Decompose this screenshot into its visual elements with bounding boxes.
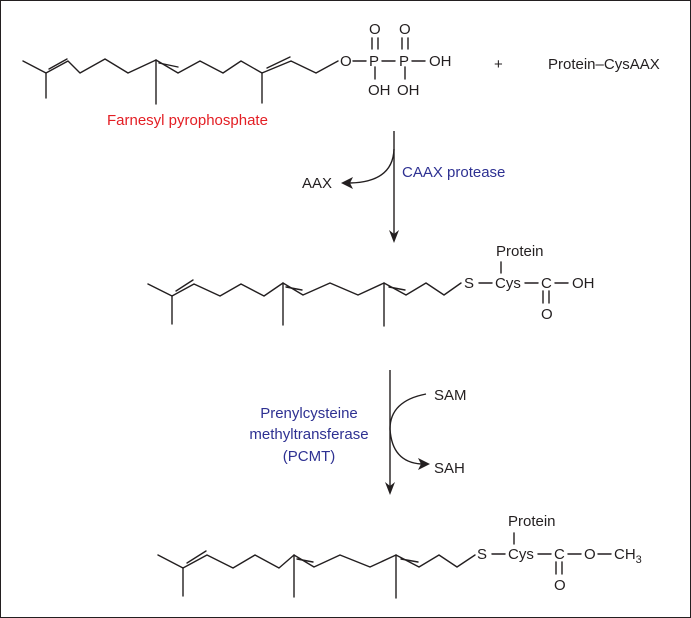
double-bonded-oxygen-2: O (399, 21, 411, 38)
protein-label-3: Protein (508, 513, 556, 530)
phosphorus-2: P (399, 53, 409, 70)
aax-release-head (341, 177, 353, 189)
sam-label: SAM (434, 387, 467, 404)
caax-protease-label: CAAX protease (402, 164, 505, 181)
farnesyl-chain-3 (157, 554, 476, 569)
arrow-2-head (385, 482, 395, 495)
double-bond-3b (296, 558, 314, 563)
aax-release-curve (349, 148, 395, 184)
methyl-subscript: 3 (636, 554, 642, 566)
reaction-arrow-2 (385, 370, 430, 495)
double-bonded-oxygen-1: O (369, 21, 381, 38)
sah-label: SAH (434, 460, 465, 477)
farnesyl-pyrophosphate (22, 56, 339, 105)
double-bond-2a (175, 279, 194, 292)
double-bond-2c (388, 286, 406, 291)
phosphorus-1: P (369, 53, 379, 70)
pyrophosphate-group: O P P OH O O OH OH (340, 21, 452, 99)
cysteine-methyl-ester-group: S Cys C O CH3 O Protein (477, 513, 642, 594)
hydroxyl-right: OH (429, 53, 452, 70)
ester-oxygen-3: O (584, 546, 596, 563)
plus-sign: + (494, 56, 503, 73)
farnesyl-chain-2 (147, 282, 462, 297)
double-bond-2 (158, 62, 179, 68)
double-bond-1 (48, 58, 68, 70)
arrow-1-head (389, 230, 399, 243)
farnesyl-pyrophosphate-label: Farnesyl pyrophosphate (107, 112, 268, 129)
hydroxyl-label: OH (572, 275, 595, 292)
hydroxyl-bottom-2: OH (397, 82, 420, 99)
pcmt-enzyme-line3: (PCMT) (283, 448, 336, 465)
sulfur-label: S (464, 275, 474, 292)
cys-label: Cys (495, 275, 521, 292)
aax-label: AAX (302, 175, 332, 192)
cysteine-group-2: S Cys C OH O Protein (464, 243, 595, 323)
sulfur-label-3: S (477, 546, 487, 563)
sah-release-head (418, 458, 430, 470)
farnesyl-cysteine (147, 279, 462, 327)
methyl-label: CH3 (614, 546, 642, 566)
double-bond-3a (186, 550, 207, 564)
carbon-label-3: C (554, 546, 565, 563)
double-bond-2b (285, 286, 303, 291)
hydroxyl-bottom-1: OH (368, 82, 391, 99)
double-bond-3c (400, 558, 419, 563)
sam-sah-curve (389, 393, 427, 465)
protein-cysaax-label: Protein–CysAAX (548, 56, 660, 73)
pcmt-enzyme-line2: methyltransferase (249, 426, 368, 443)
reaction-arrow-1 (341, 131, 399, 243)
cys-label-3: Cys (508, 546, 534, 563)
ester-oxygen: O (340, 53, 352, 70)
protein-label-2: Protein (496, 243, 544, 260)
carbon-label: C (541, 275, 552, 292)
double-bond-3 (266, 56, 291, 69)
farnesyl-chain-1 (22, 58, 339, 74)
pcmt-enzyme-line1: Prenylcysteine (260, 405, 358, 422)
carbonyl-oxygen-3: O (554, 577, 566, 594)
methylated-farnesyl-cysteine (157, 550, 476, 599)
carbonyl-oxygen: O (541, 306, 553, 323)
